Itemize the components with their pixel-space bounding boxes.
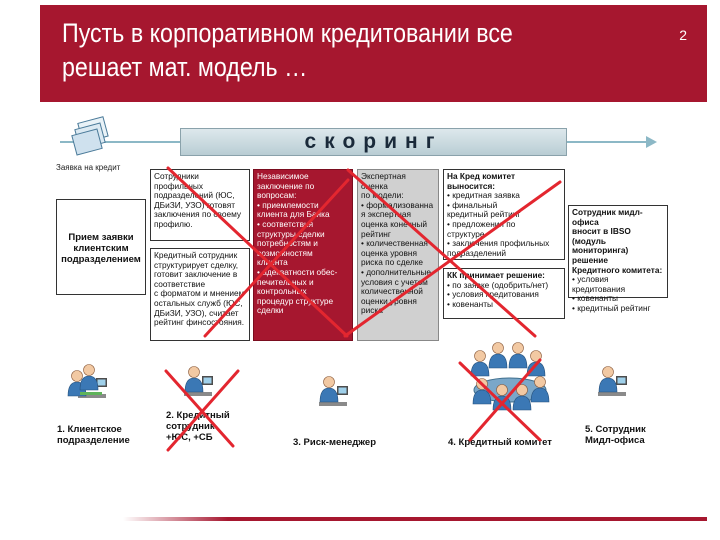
- cross-committee-a: [458, 361, 542, 442]
- scoring-bar: скоринг: [180, 128, 567, 156]
- client-department-icon: [67, 364, 107, 398]
- timeline-line-right: [567, 141, 647, 143]
- cross-line-right-a: [346, 168, 537, 338]
- role-label-3: 3. Риск-менеджер: [293, 437, 376, 448]
- profile-departments-box: Сотрудники профильных подразделений (ЮС,…: [150, 169, 250, 241]
- middle-office-heading: Сотрудник мидл-офиса вносит в IBSO (моду…: [572, 207, 663, 275]
- footer-line: [123, 517, 707, 521]
- credit-officer-box: Кредитный сотрудник структурирует сделку…: [150, 248, 250, 341]
- committee-submission-items: • кредитная заявка • финальный кредитный…: [447, 190, 550, 258]
- cross-line-left-a: [166, 166, 349, 338]
- committee-submission-heading: На Кред комитет выносится:: [447, 171, 516, 191]
- timeline-line-left: [60, 141, 180, 143]
- cross-line-right-b: [343, 180, 562, 338]
- slide-title: Пусть в корпоративном кредитовании все р…: [62, 18, 513, 82]
- cross-committee-b: [468, 358, 542, 442]
- cross-line-left-b: [203, 178, 350, 338]
- role-label-4: 4. Кредитный комитет: [448, 437, 552, 448]
- cross-officer-a: [164, 369, 235, 448]
- credit-committee-icon: [470, 342, 550, 411]
- slide-number: 2: [679, 27, 687, 43]
- intake-box: Прием заявки клиентским подразделением: [56, 199, 146, 295]
- role-label-1: 1. Клиентское подразделение: [57, 424, 130, 446]
- middle-office-box: Сотрудник мидл-офиса вносит в IBSO (моду…: [568, 205, 668, 313]
- committee-submission-box: На Кред комитет выносится: • кредитная з…: [443, 169, 565, 260]
- slide-header: Пусть в корпоративном кредитовании все р…: [40, 5, 707, 102]
- role-label-5: 5. Сотрудник Мидл-офиса: [585, 424, 646, 446]
- independent-conclusion-box: Независимое заключение по вопросам: • пр…: [253, 169, 353, 341]
- expert-model-box: Экспертная оценка по модели: • формализо…: [357, 169, 439, 341]
- committee-decision-heading: КК принимает решение:: [447, 270, 545, 280]
- middle-office-items: • условия кредитования • ковенанты • кре…: [572, 274, 651, 313]
- application-label: Заявка на кредит: [56, 163, 121, 172]
- cross-officer-b: [166, 369, 240, 452]
